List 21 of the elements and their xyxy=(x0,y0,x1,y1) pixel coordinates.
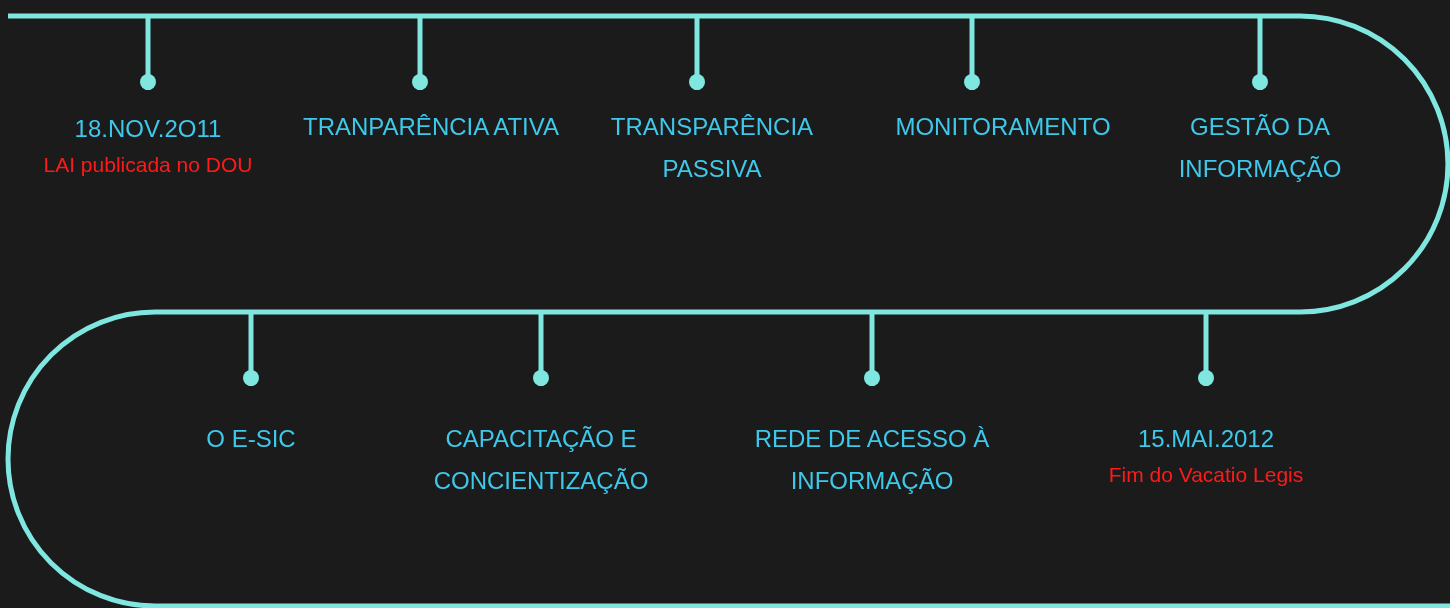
milestone-title: O E-SIC xyxy=(206,424,296,454)
milestone-note: Fim do Vacatio Legis xyxy=(1108,462,1304,488)
milestone-title: MONITORAMENTO xyxy=(895,112,1111,142)
timeline-stem xyxy=(689,18,705,90)
timeline-stem xyxy=(140,18,156,90)
timeline-stem xyxy=(243,314,259,386)
milestone-title: CAPACITAÇÃO E CONCIENTIZAÇÃO xyxy=(432,424,650,496)
milestone-title: TRANPARÊNCIA ATIVA xyxy=(302,112,560,142)
milestone-title: 15.MAI.2012 xyxy=(1137,424,1275,454)
milestone-title: TRANSPARÊNCIA PASSIVA xyxy=(609,112,815,184)
timeline-stem xyxy=(412,18,428,90)
milestone-title: GESTÃO DA INFORMAÇÃO xyxy=(1177,112,1343,184)
timeline-stem xyxy=(864,314,880,386)
milestone-note: LAI publicada no DOU xyxy=(43,152,253,178)
milestone-title: REDE DE ACESSO À INFORMAÇÃO xyxy=(753,424,991,496)
timeline-stem xyxy=(1198,314,1214,386)
timeline-stem xyxy=(1252,18,1268,90)
milestone-title: 18.NOV.2O11 xyxy=(74,114,222,144)
timeline-stem xyxy=(964,18,980,90)
timeline-stem xyxy=(533,314,549,386)
timeline-track xyxy=(5,13,1450,608)
